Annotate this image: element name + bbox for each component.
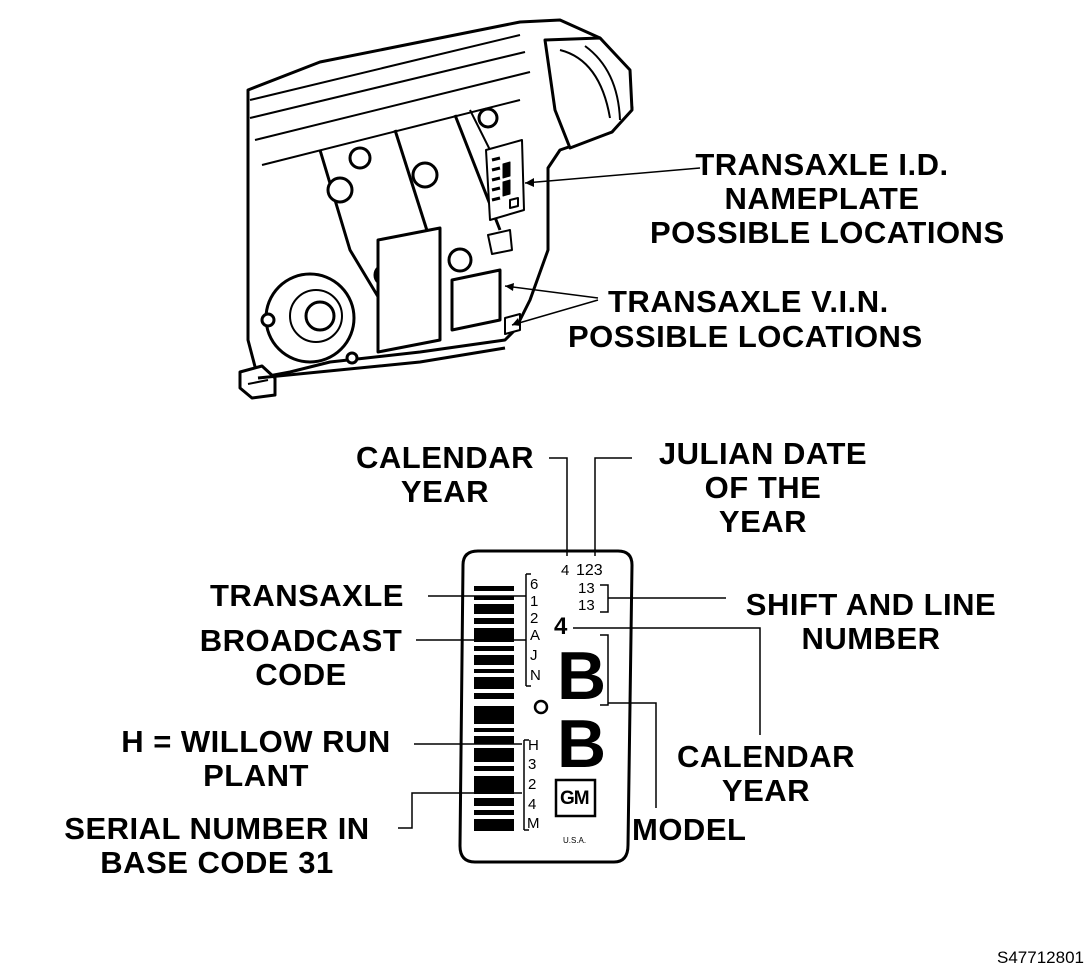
upper-arrowheads <box>505 178 534 326</box>
serial-char: 2 <box>528 776 537 793</box>
serial-char: 3 <box>528 756 537 773</box>
gm-logo-text: GM <box>560 788 590 809</box>
broadcast-char: J <box>530 647 538 664</box>
upper-leader-lines <box>504 167 701 326</box>
shift-line-label: SHIFT AND LINE NUMBER <box>728 588 1014 656</box>
plate-model-letter-2: B <box>557 706 607 782</box>
vin-leader-1 <box>504 285 599 299</box>
broadcast-char: N <box>530 667 541 684</box>
vin-label-line2: POSSIBLE LOCATIONS <box>568 319 923 354</box>
serial-char: 4 <box>528 796 537 813</box>
gm-logo-box <box>554 778 597 818</box>
willow-run-label: H = WILLOW RUN PLANT <box>100 725 412 793</box>
calendar-year-top-leader <box>549 457 568 556</box>
calendar-year-top-line2: YEAR <box>400 474 490 509</box>
vin-label-line1: TRANSAXLE V.I.N. <box>608 284 889 319</box>
broadcast-char: 1 <box>530 593 539 610</box>
plate-country: U.S.A. <box>563 836 587 845</box>
rivet-hole <box>533 699 549 715</box>
figure-id: S47712801 <box>997 948 1084 967</box>
year-right-leader <box>573 627 761 735</box>
nameplate-leader <box>524 167 701 184</box>
broadcast-code-label: BROADCAST CODE <box>188 624 414 692</box>
calendar-year-right-label: CALENDAR YEAR <box>664 740 868 808</box>
transaxle-illustration <box>238 18 634 400</box>
plate-model-letter-1: B <box>557 638 607 714</box>
willow-run-line1: H = WILLOW RUN <box>121 724 391 759</box>
model-leader <box>608 702 657 808</box>
julian-date-line1: JULIAN DATE <box>658 436 868 471</box>
nameplate-label-line3: POSSIBLE LOCATIONS <box>650 215 1005 250</box>
model-label: MODEL <box>632 812 747 847</box>
plate-shift-2: 13 <box>578 597 595 614</box>
calendar-year-top-label: CALENDAR YEAR <box>345 441 545 509</box>
broadcast-char: 2 <box>530 610 539 627</box>
id-nameplate <box>458 549 634 864</box>
transaxle-label: TRANSAXLE <box>210 578 404 613</box>
nameplate-label-line2: NAMEPLATE <box>724 181 920 216</box>
nameplate-label: TRANSAXLE I.D. NAMEPLATE <box>652 148 992 216</box>
serial-number-line1: SERIAL NUMBER IN <box>64 811 370 846</box>
serial-leader <box>398 792 522 829</box>
serial-number-label: SERIAL NUMBER IN BASE CODE 31 <box>44 812 390 880</box>
julian-leader <box>594 457 632 556</box>
calendar-year-right-line2: YEAR <box>721 773 811 808</box>
broadcast-code-line2: CODE <box>255 657 347 692</box>
nameplate-label-line1: TRANSAXLE I.D. <box>695 147 949 182</box>
shift-line-line2: NUMBER <box>801 621 941 656</box>
plate-shift-1: 13 <box>578 580 595 597</box>
julian-date-line2: OF THE <box>704 470 822 505</box>
serial-char: M <box>527 815 540 832</box>
calendar-year-top-line1: CALENDAR <box>356 440 534 475</box>
broadcast-char: A <box>530 627 541 644</box>
barcode <box>474 586 514 831</box>
julian-date-line3: YEAR <box>718 504 808 539</box>
calendar-year-right-line1: CALENDAR <box>677 739 855 774</box>
plate-brackets <box>523 573 609 831</box>
plate-julian-date: 123 <box>576 562 603 579</box>
lower-leader-lines <box>398 457 761 829</box>
broadcast-code-line1: BROADCAST <box>199 623 403 658</box>
vin-leader-2 <box>511 299 599 326</box>
broadcast-char: 6 <box>530 576 539 593</box>
julian-date-label: JULIAN DATE OF THE YEAR <box>640 437 886 539</box>
willow-run-line2: PLANT <box>203 758 309 793</box>
serial-char: H <box>528 737 539 754</box>
shift-line-line1: SHIFT AND LINE <box>745 587 997 622</box>
plate-year-large: 4 <box>554 613 568 640</box>
plate-year-digit: 4 <box>561 562 570 579</box>
serial-number-line2: BASE CODE 31 <box>100 845 334 880</box>
